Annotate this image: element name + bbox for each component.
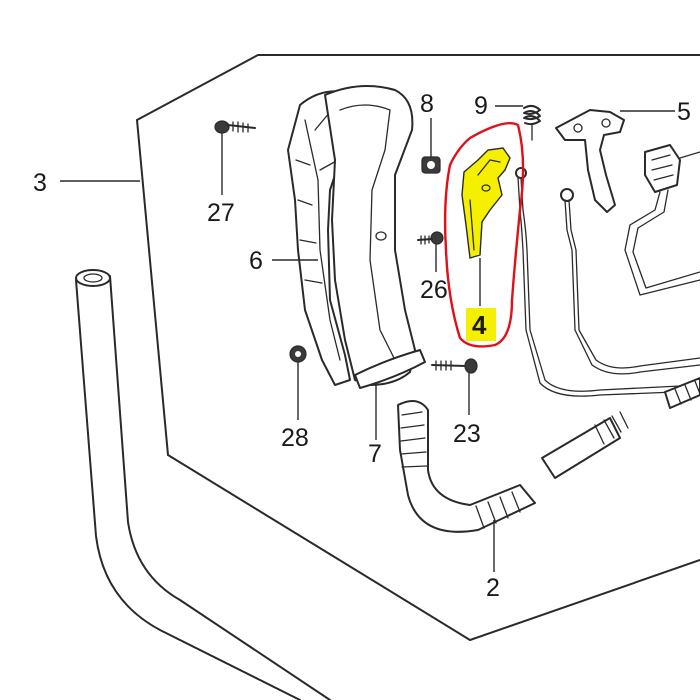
part-26-screw [214,120,256,134]
handle-tube [75,269,331,700]
callout-7: 7 [368,440,382,468]
callout-3: 3 [33,169,47,197]
callout-8: 8 [420,90,434,118]
part-23-screw [431,358,478,374]
part-4-lever [461,147,511,259]
label-4-highlight [466,308,496,341]
assembly-frame [136,54,700,641]
part-7-handle-shell [324,85,426,389]
callout-6: 6 [249,247,263,275]
callout-27: 26 [420,276,448,304]
callout-2: 2 [486,574,500,602]
callout-23: 23 [453,420,481,448]
callout-5: 5 [677,98,691,126]
part-8-nut [421,156,441,174]
callout-28: 28 [281,424,309,452]
highlight-outline [443,121,525,348]
part-5-switch-assembly [555,109,700,375]
part-27-screw [417,231,444,245]
callout-9: 9 [474,92,488,120]
control-cable [515,167,700,397]
part-2-tube [397,377,700,533]
callout-4: 4 [472,310,487,340]
callout-labels: 3 27 6 28 7 8 26 23 9 5 4 2 [33,90,691,602]
part-28-nut [289,345,307,363]
part-9-spring [523,104,541,141]
leader-lines [60,105,675,572]
callout-26: 27 [207,199,235,227]
